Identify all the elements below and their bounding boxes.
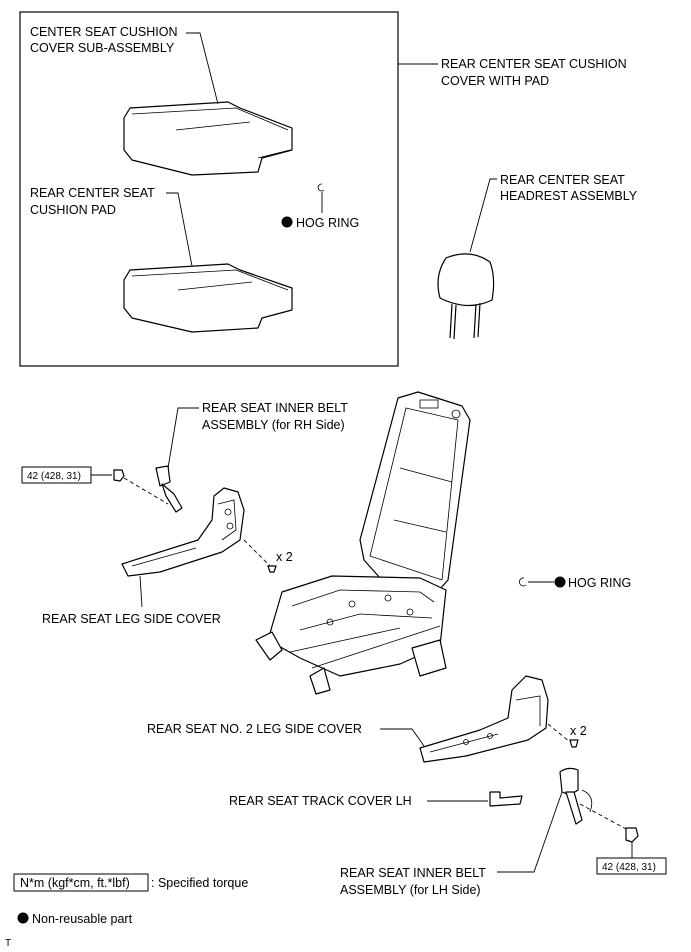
belt-lh-leader-line	[497, 791, 563, 873]
non-reusable-marker-right-icon	[554, 576, 566, 588]
belt-rh-label-line2: ASSEMBLY (for RH Side)	[202, 418, 345, 432]
leg-side-cover-2-leader	[380, 728, 425, 747]
torque-lh-value: 42 (428, 31)	[602, 862, 656, 873]
cover-with-pad-label-line1: REAR CENTER SEAT CUSHION	[441, 57, 627, 71]
hog-ring-top-icon	[317, 183, 325, 192]
hog-ring-top-label: HOG RING	[296, 216, 359, 230]
center-seat-cushion-cover-label-line1: CENTER SEAT CUSHION	[30, 25, 177, 39]
rear-seat-inner-belt-lh-part	[559, 767, 593, 825]
belt-lh-label-line2: ASSEMBLY (for LH Side)	[340, 883, 481, 897]
cushion-pad-label-line1: REAR CENTER SEAT	[30, 186, 155, 200]
rear-center-seat-headrest-part	[437, 253, 495, 340]
leg-side-cover-leader	[139, 575, 143, 608]
torque-legend-unit: N*m (kgf*cm, ft.*lbf)	[20, 876, 130, 890]
belt-rh-leader-line	[167, 407, 199, 469]
torque-rh-value: 42 (428, 31)	[27, 471, 81, 482]
headrest-leader-line	[469, 178, 497, 253]
rear-seat-track-cover-lh-part	[489, 791, 523, 807]
screw-left-alignment-line	[243, 539, 271, 567]
cushion-pad-label-line2: CUSHION PAD	[30, 203, 116, 217]
cover-with-pad-label-line2: COVER WITH PAD	[441, 74, 549, 88]
rear-seat-assembly-part	[255, 391, 471, 695]
bolt-lh-alignment-line	[579, 803, 629, 831]
rear-center-seat-cushion-pad-part	[123, 263, 293, 333]
non-reusable-legend-text: Non-reusable part	[32, 912, 133, 926]
cushion-pad-leader-line	[166, 192, 193, 267]
bolt-rh-icon	[113, 469, 125, 482]
screw-left-icon	[267, 565, 277, 573]
leg-side-cover-label: REAR SEAT LEG SIDE COVER	[42, 612, 221, 626]
screw-count-left: x 2	[276, 550, 293, 564]
non-reusable-marker-icon	[281, 216, 293, 228]
belt-rh-label-line1: REAR SEAT INNER BELT	[202, 401, 348, 415]
hog-ring-right-label: HOG RING	[568, 576, 631, 590]
torque-legend-box	[13, 873, 149, 892]
bolt-rh-alignment-line	[123, 477, 169, 505]
center-seat-cushion-cover-label-line2: COVER SUB-ASSEMBLY	[30, 41, 175, 55]
hog-ring-right-icon	[519, 577, 527, 587]
rear-seat-inner-belt-rh-part	[155, 465, 183, 513]
bolt-lh-icon	[625, 827, 639, 843]
headrest-label-line1: REAR CENTER SEAT	[500, 173, 625, 187]
rear-seat-no2-leg-side-cover-part	[419, 675, 549, 763]
screw-count-right: x 2	[570, 724, 587, 738]
footer-mark: T	[5, 938, 11, 949]
torque-legend-text: : Specified torque	[151, 876, 248, 890]
track-cover-label: REAR SEAT TRACK COVER LH	[229, 794, 412, 808]
center-cover-leader-line	[186, 32, 219, 105]
headrest-label-line2: HEADREST ASSEMBLY	[500, 189, 638, 203]
rear-seat-leg-side-cover-part	[121, 487, 245, 577]
leg-side-cover-2-label: REAR SEAT NO. 2 LEG SIDE COVER	[147, 722, 362, 736]
cushion-assembly-inset-box	[19, 11, 399, 367]
non-reusable-legend-icon	[17, 912, 29, 924]
torque-lh-box	[596, 857, 667, 875]
belt-lh-label-line1: REAR SEAT INNER BELT	[340, 866, 486, 880]
screw-right-alignment-line	[547, 723, 571, 743]
screw-right-icon	[569, 739, 579, 748]
center-seat-cushion-cover-part	[123, 101, 293, 176]
